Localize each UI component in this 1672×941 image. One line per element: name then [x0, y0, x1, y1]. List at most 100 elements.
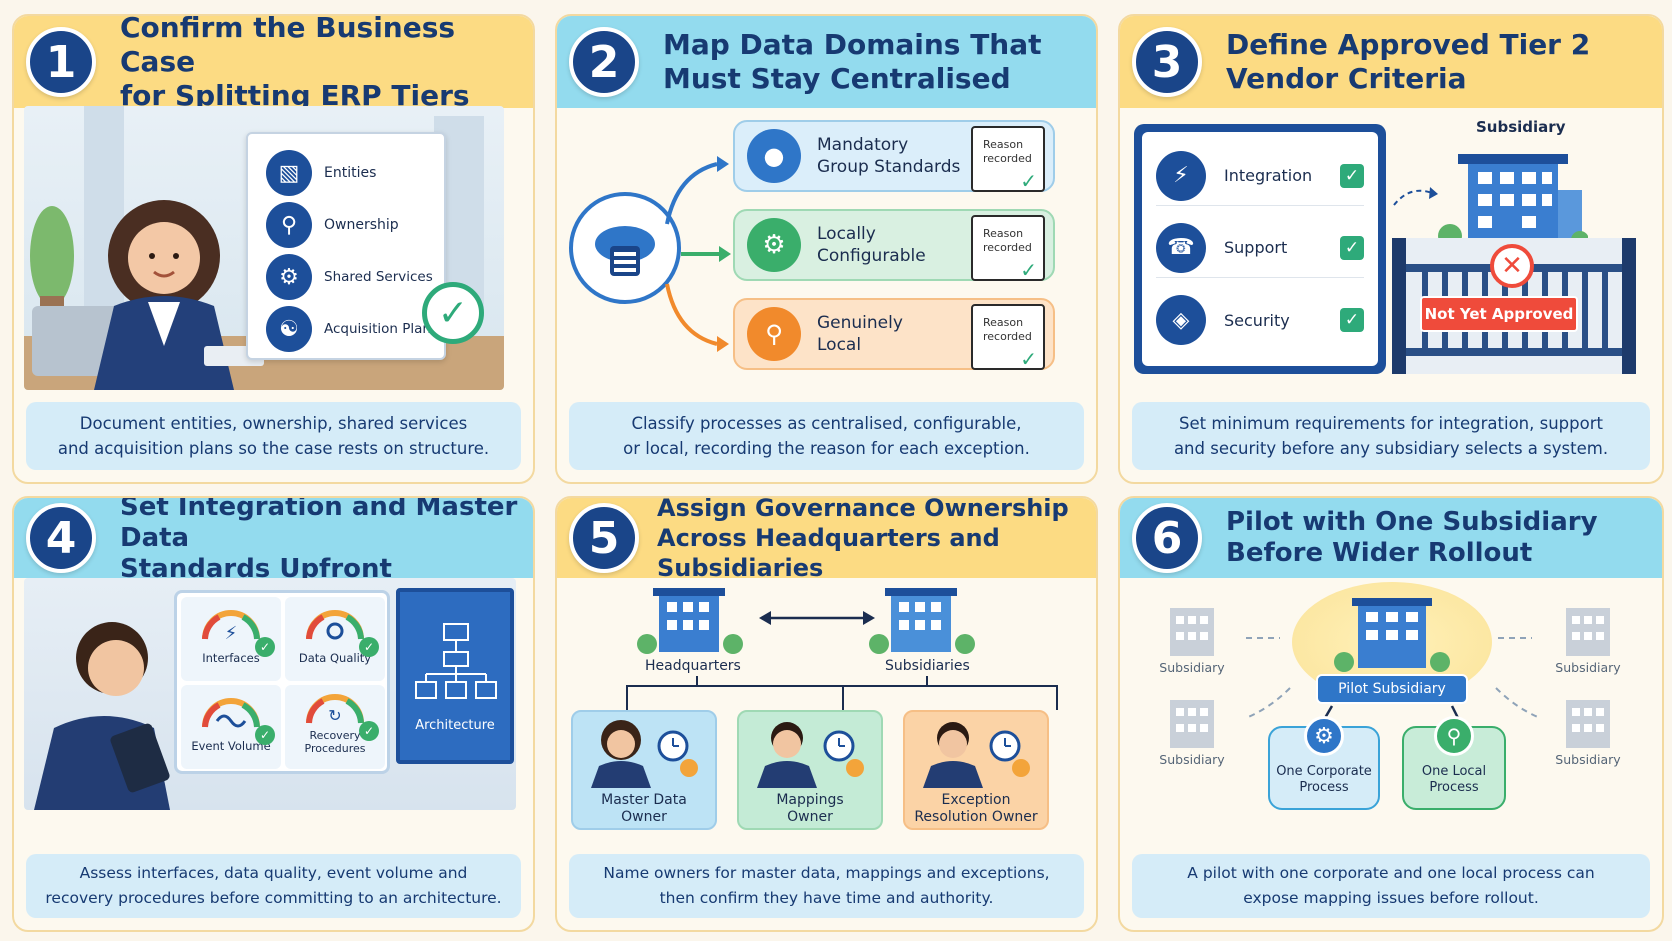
panel-title: Set Integration and Master Data Standard…: [120, 496, 533, 585]
double-arrow: [759, 611, 875, 625]
checkbox-checked: ✓: [1340, 235, 1364, 260]
building-icon: [1566, 608, 1610, 656]
domain-label: Mandatory Group Standards: [817, 134, 960, 178]
magnifier-icon: ✓: [359, 637, 379, 657]
step-number: 6: [1132, 503, 1202, 573]
handshake-icon: ☯: [266, 306, 312, 352]
panel-4-header: 4 Set Integration and Master Data Standa…: [14, 498, 533, 584]
cloud-database-icon: [569, 192, 681, 304]
hierarchy-icon: ▧: [266, 150, 312, 196]
hq-label: Headquarters: [645, 658, 741, 674]
building-icon: [1334, 598, 1450, 672]
panel-3: 3 Define Approved Tier 2 Vendor Criteria…: [1118, 14, 1664, 484]
domain-line: Genuinely: [817, 313, 903, 333]
building-icon: [1566, 700, 1610, 748]
checkmark-icon: ✓: [422, 282, 484, 344]
caption-line: Set minimum requirements for integration…: [1179, 414, 1603, 433]
person-icon: [923, 722, 1030, 788]
svg-text:⚡: ⚡: [225, 623, 238, 643]
key-icon: ⚲: [266, 202, 312, 248]
architecture-screen: Architecture: [396, 588, 514, 764]
criterion-row: ☎ Support ✓: [1156, 218, 1364, 278]
panel-title: Assign Governance Ownership Across Headq…: [657, 496, 1096, 583]
criteria-list: ⚡ Integration ✓ ☎ Support ✓ ◈ Security ✓: [1142, 132, 1378, 366]
subsidiary-tile: Subsidiary: [1144, 694, 1240, 774]
gauge-icon: ⚡: [202, 610, 260, 644]
title-line: Before Wider Rollout: [1226, 538, 1533, 568]
building-icon: [1438, 154, 1588, 250]
building-icon: [637, 588, 743, 654]
analyst-illustration: ⚡ ✓ Interfaces ✓ Data Quality: [24, 578, 516, 810]
criterion-label: Security: [1224, 310, 1290, 330]
org-chart-icon: [415, 623, 497, 699]
panel-5-header: 5 Assign Governance Ownership Across Hea…: [557, 498, 1096, 582]
caption-line: Classify processes as centralised, confi…: [631, 414, 1022, 433]
cross-icon: ✕: [1490, 244, 1534, 288]
note-line: recorded: [983, 330, 1032, 343]
panel-3-header: 3 Define Approved Tier 2 Vendor Criteria: [1120, 16, 1662, 108]
panel-caption: A pilot with one corporate and one local…: [1132, 854, 1650, 918]
panel-6-header: 6 Pilot with One Subsidiary Before Wider…: [1120, 498, 1662, 578]
criterion-label: Support: [1224, 238, 1288, 257]
title-line: Assign Governance Ownership: [657, 496, 1069, 522]
caption-line: expose mapping issues before rollout.: [1243, 889, 1539, 907]
domain-line: Configurable: [817, 246, 926, 266]
metric-tile: ⚡ ✓ Interfaces: [181, 597, 281, 681]
subsidiary-tile: Subsidiary: [1144, 602, 1240, 682]
panel-2-header: 2 Map Data Domains That Must Stay Centra…: [557, 16, 1096, 108]
cloud-glyph: [595, 226, 655, 276]
branch-arrows: [665, 156, 731, 352]
metric-tile: ✓ Data Quality: [285, 597, 385, 681]
caption-line: Assess interfaces, data quality, event v…: [79, 864, 468, 882]
dashed-arrow: [1393, 187, 1438, 206]
tile-label: Procedures: [304, 742, 366, 755]
gears-icon: ⚙: [747, 218, 801, 272]
caption-line: A pilot with one corporate and one local…: [1187, 864, 1595, 882]
subsidiary-label: Subsidiary: [1159, 660, 1225, 675]
process-label: One Local: [1421, 764, 1487, 779]
owner-card-exception: Exception Resolution Owner: [903, 710, 1049, 830]
subsidiary-label: Subsidiary: [1476, 118, 1566, 136]
panel-4: 4 Set Integration and Master Data Standa…: [12, 496, 535, 932]
criteria-card: ⚡ Integration ✓ ☎ Support ✓ ◈ Security ✓: [1134, 124, 1386, 374]
caption-line: Name owners for master data, mappings an…: [603, 864, 1050, 882]
caption-line: Document entities, ownership, shared ser…: [79, 414, 468, 433]
lock-icon: ●: [747, 129, 801, 183]
plug-icon: ⚡: [1156, 150, 1206, 201]
process-label: Process: [1429, 780, 1479, 795]
subsidiary-label: Subsidiary: [1555, 752, 1621, 767]
title-line: Set Integration and Master Data: [120, 496, 518, 553]
connector-lines: [626, 676, 1058, 710]
owner-label: Master Data: [601, 792, 687, 808]
list-item: ⚲ Ownership: [266, 202, 399, 248]
owner-card-mappings: Mappings Owner: [737, 710, 883, 830]
owner-label: Mappings: [776, 792, 844, 808]
tile-label: Event Volume: [191, 739, 271, 753]
metric-tile: ↻ ✓ Recovery Procedures: [285, 685, 385, 769]
domain-line: Local: [817, 335, 862, 355]
panel-title: Confirm the Business Case for Splitting …: [120, 14, 533, 113]
panel-title: Pilot with One Subsidiary Before Wider R…: [1226, 507, 1598, 569]
owner-label: Resolution Owner: [914, 809, 1038, 825]
caption-line: recovery procedures before committing to…: [45, 889, 502, 907]
step-number: 1: [26, 27, 96, 97]
metric-tile: ✓ Event Volume: [181, 685, 281, 769]
gauge-icon: [202, 698, 260, 728]
title-line: Confirm the Business Case: [120, 14, 456, 78]
gauge-icon: [306, 610, 364, 640]
title-line: Across Headquarters and Subsidiaries: [657, 524, 1000, 582]
process-label: One Corporate: [1276, 764, 1372, 779]
subsidiary-label: Subsidiary: [1555, 660, 1621, 675]
criterion-label: Integration: [1224, 166, 1313, 185]
title-line: Vendor Criteria: [1226, 62, 1467, 95]
infographic-grid: 1 Confirm the Business Case for Splittin…: [12, 14, 1664, 932]
panel-caption: Set minimum requirements for integration…: [1132, 402, 1650, 470]
domain-label: Locally Configurable: [817, 223, 926, 267]
checklist-board: ▧ Entities ⚲ Ownership ⚙ Shared Services…: [246, 132, 446, 360]
person-icon: [591, 720, 698, 788]
gear-icon: ⚙: [266, 254, 312, 300]
checkbox-checked: ✓: [1340, 308, 1364, 332]
location-pin-icon: ⚲: [747, 307, 801, 361]
title-line: Define Approved Tier 2: [1226, 28, 1591, 61]
domain-line: Locally: [817, 224, 876, 244]
